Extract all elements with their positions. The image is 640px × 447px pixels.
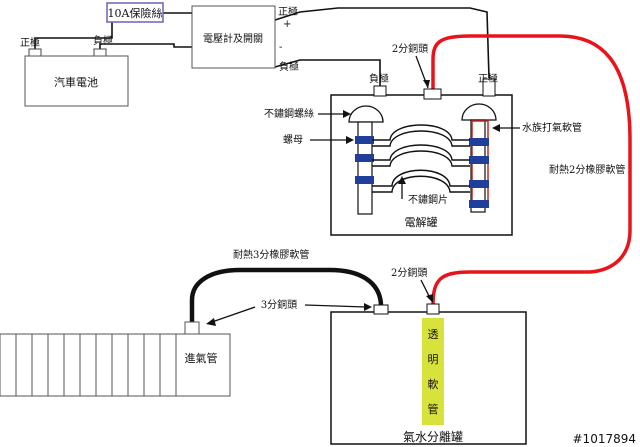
tank-pos-label: 正極 bbox=[478, 72, 498, 85]
wire-battery-neg-meter bbox=[99, 43, 192, 50]
wire-meter-pos-tank-pos bbox=[274, 7, 490, 79]
copper-bottom-label: 2分銅頭 bbox=[391, 266, 427, 279]
meter-pos-label: 正極 bbox=[278, 5, 298, 18]
copper-3-arrow-left bbox=[211, 306, 256, 323]
intake-grille bbox=[0, 333, 231, 397]
transparent-tube-char-4: 管 bbox=[428, 402, 439, 416]
bolt-arrowhead bbox=[343, 110, 351, 118]
copper-top-label: 2分銅頭 bbox=[392, 42, 428, 55]
copper-top-arrowhead bbox=[423, 80, 430, 88]
steel-plates bbox=[372, 124, 470, 193]
tank-neg-label: 負極 bbox=[369, 72, 389, 85]
tank-copper-fitting bbox=[423, 88, 442, 100]
black-hose-label: 耐熱3分橡膠軟管 bbox=[233, 248, 309, 261]
wire-meter-neg-tank-neg bbox=[274, 59, 381, 86]
transparent-tube bbox=[422, 318, 444, 425]
meter-neg-sign: - bbox=[279, 42, 282, 53]
electrolysis-tank-label: 電解罐 bbox=[405, 215, 438, 229]
transparent-tube-char-3: 軟 bbox=[428, 377, 439, 391]
fuse-label: 10A保險絲 bbox=[108, 6, 163, 20]
meter-neg-label: 負極 bbox=[279, 60, 299, 73]
red-hose bbox=[431, 34, 632, 306]
black-hose bbox=[189, 267, 384, 322]
meter-switch-box bbox=[191, 5, 276, 69]
watermark: #1017894 bbox=[573, 432, 637, 446]
tank-pos-terminal bbox=[482, 78, 496, 97]
nut-label: 螺母 bbox=[283, 134, 303, 146]
separator-outlet-fitting bbox=[373, 304, 389, 315]
transparent-tube-char-1: 透 bbox=[428, 328, 439, 341]
battery-pos-label: 正極 bbox=[20, 36, 40, 49]
aquarium-tube-label: 水族打氣軟管 bbox=[522, 121, 582, 134]
bolt-label: 不鏽鋼螺絲 bbox=[264, 107, 314, 120]
intake-fitting bbox=[184, 321, 200, 335]
separator-tank-label: 氣水分離罐 bbox=[403, 430, 463, 444]
right-electrode bbox=[461, 103, 497, 213]
aquarium-tube-arrowhead bbox=[492, 124, 500, 132]
battery-box bbox=[24, 55, 129, 107]
steel-plate-arrowhead bbox=[398, 176, 406, 184]
steel-plate-label: 不鏽鋼片 bbox=[408, 193, 448, 206]
meter-switch-label: 電壓計及開關 bbox=[203, 32, 263, 45]
intake-label: 進氣管 bbox=[185, 351, 218, 365]
tank-neg-terminal bbox=[373, 85, 387, 97]
wire-fuse-meter bbox=[163, 12, 193, 14]
copper-3-arrow-right bbox=[304, 304, 367, 308]
copper-3-arrowhead-right bbox=[364, 303, 372, 311]
separator-inlet-fitting bbox=[426, 303, 440, 315]
transparent-tube-char-2: 明 bbox=[428, 353, 439, 366]
meter-pos-sign: + bbox=[283, 19, 291, 30]
left-electrode bbox=[348, 105, 384, 215]
nut-arrowhead bbox=[346, 136, 354, 144]
red-hose-label: 耐熱2分橡膠軟管 bbox=[549, 163, 625, 176]
copper-3-label: 3分銅頭 bbox=[261, 298, 297, 311]
battery-neg-label: 負極 bbox=[93, 34, 113, 47]
copper-3-arrowhead-left bbox=[206, 318, 216, 326]
fuse-box bbox=[106, 2, 164, 23]
copper-bottom-arrowhead bbox=[426, 294, 433, 303]
battery-label: 汽車電池 bbox=[54, 75, 98, 89]
